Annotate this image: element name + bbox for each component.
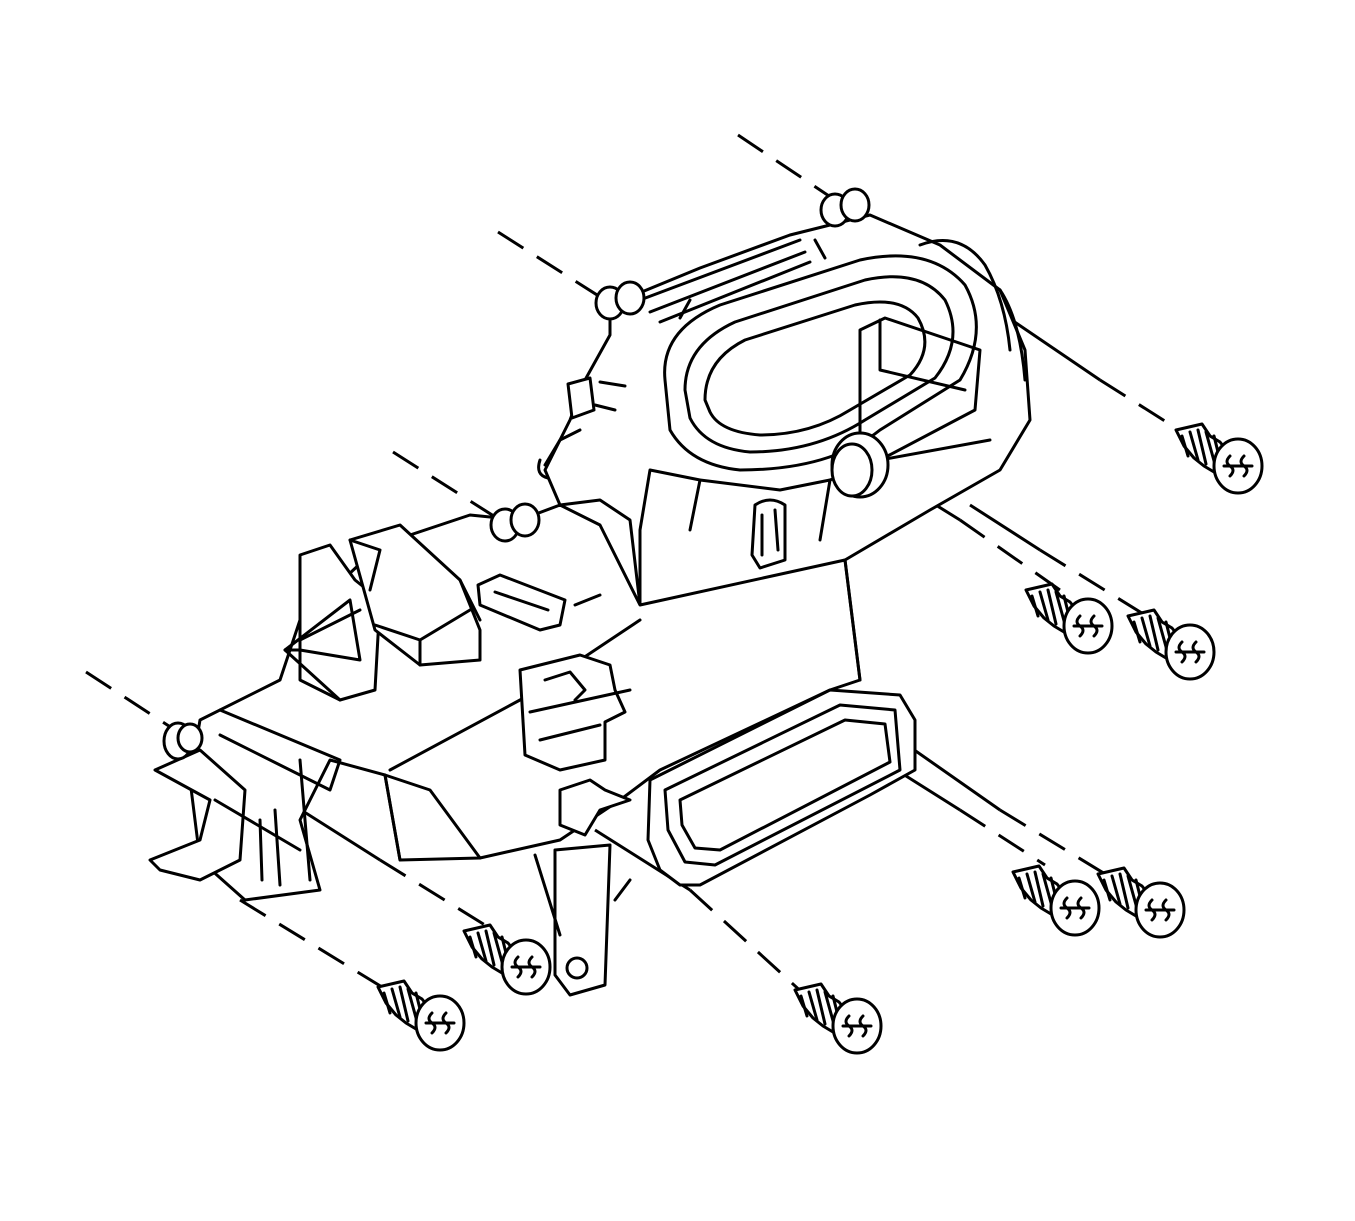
- screw-icon: [1011, 864, 1101, 937]
- screw-icon: [1024, 582, 1114, 655]
- screw-icon: [793, 982, 883, 1055]
- screw-icon: [1096, 866, 1186, 939]
- screw-icon: [1174, 422, 1264, 495]
- screw-icon: [376, 979, 466, 1052]
- air-distribution-housing: [148, 187, 1032, 997]
- screw-icon: [1126, 608, 1216, 681]
- screw-icon: [462, 923, 552, 996]
